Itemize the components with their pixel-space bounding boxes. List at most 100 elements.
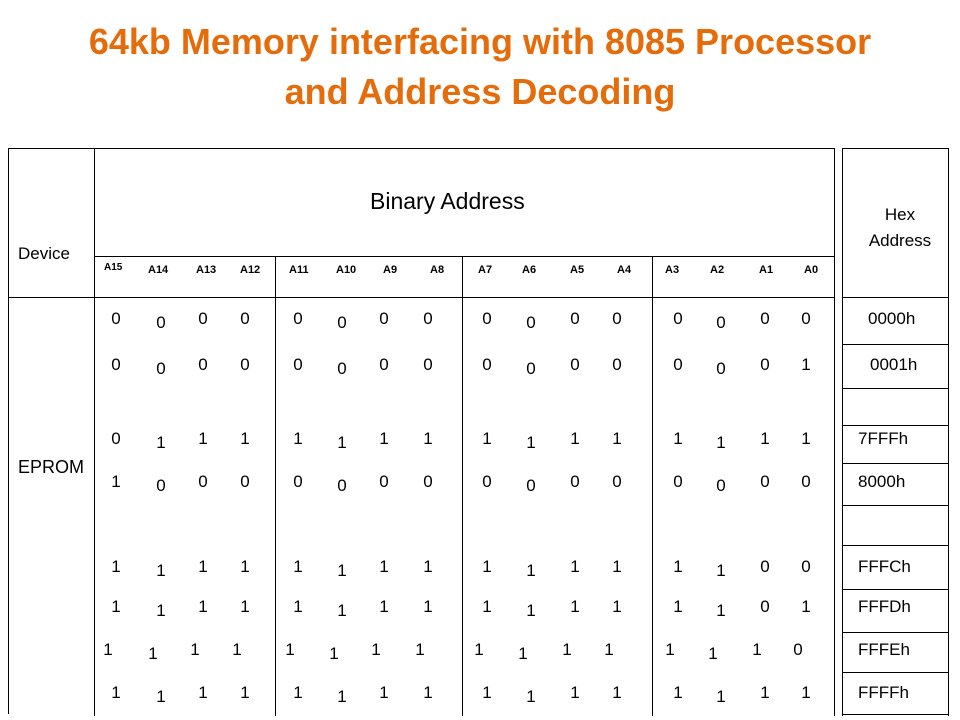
bit-cell: 0 [293, 355, 303, 374]
bit-cell: 1 [111, 472, 121, 491]
bit-cell: 1 [526, 687, 536, 706]
bit-cell: 0 [240, 355, 250, 374]
address-line-label-a12: A12 [240, 264, 261, 276]
bit-cell: 0 [612, 309, 622, 328]
bit-cell: 1 [190, 640, 200, 659]
bit-cell: 0 [760, 557, 770, 576]
bit-cell: 0 [526, 313, 536, 332]
bit-cell: 0 [240, 472, 250, 491]
bit-cell: 1 [482, 597, 492, 616]
bit-cell: 1 [148, 644, 158, 663]
table-border-top [8, 148, 834, 149]
bit-cell: 1 [156, 561, 166, 580]
bit-cell: 1 [526, 561, 536, 580]
bit-cell: 0 [156, 313, 166, 332]
bit-cell: 1 [240, 597, 250, 616]
bit-cell: 0 [198, 472, 208, 491]
address-line-label-a0: A0 [804, 264, 819, 276]
hex-address-cell: FFFFh [858, 683, 909, 702]
bit-cell: 1 [665, 640, 675, 659]
bit-cell: 1 [379, 557, 389, 576]
hex-col-left-border [842, 148, 843, 716]
bit-cell: 1 [570, 429, 580, 448]
bit-cell: 0 [482, 355, 492, 374]
hex-address-cell: 7FFFh [858, 429, 909, 448]
bit-cell: 0 [423, 472, 433, 491]
address-line-label-a14: A14 [148, 264, 169, 276]
bit-cell: 0 [673, 355, 683, 374]
bit-cell: 1 [716, 433, 726, 452]
bit-cell: 0 [570, 309, 580, 328]
bit-cell: 1 [198, 429, 208, 448]
hex-cell-border [842, 589, 948, 590]
bit-cell: 1 [801, 597, 811, 616]
hex-cell-border [842, 505, 948, 506]
hex-cell-border [842, 545, 948, 546]
hex-header-line2: Address [868, 231, 932, 250]
bit-cell: 1 [612, 683, 622, 702]
bit-cell: 0 [111, 355, 121, 374]
bit-cell: 1 [337, 687, 347, 706]
address-line-label-a13: A13 [196, 264, 217, 276]
bit-cell: 1 [760, 429, 770, 448]
bit-cell: 0 [801, 472, 811, 491]
bit-cell: 0 [337, 313, 347, 332]
hex-header-divider [842, 297, 948, 298]
bit-cell: 1 [111, 557, 121, 576]
bit-cell: 0 [612, 355, 622, 374]
bit-cell: 0 [198, 355, 208, 374]
bit-cell: 1 [716, 561, 726, 580]
bit-cell: 0 [482, 309, 492, 328]
bit-cell: 1 [111, 683, 121, 702]
address-line-label-a9: A9 [383, 264, 398, 276]
hex-col-right-border [948, 148, 949, 716]
bit-cell: 1 [562, 640, 572, 659]
hex-cell-border [842, 463, 948, 464]
hex-cell-border [842, 672, 948, 673]
device-name-eprom: EPROM [18, 457, 85, 477]
bit-cell: 1 [752, 640, 762, 659]
hex-col-top-border [842, 148, 948, 149]
bit-cell: 1 [285, 640, 295, 659]
bit-cell: 0 [337, 359, 347, 378]
bit-cell: 1 [482, 429, 492, 448]
address-line-label-a4: A4 [617, 264, 632, 276]
bit-cell: 1 [156, 687, 166, 706]
bit-cell: 0 [156, 359, 166, 378]
bit-cell: 1 [760, 683, 770, 702]
address-line-label-a5: A5 [570, 264, 585, 276]
bit-cell: 1 [673, 429, 683, 448]
bit-cell: 1 [612, 557, 622, 576]
bit-cell: 1 [103, 640, 113, 659]
bit-cell: 1 [570, 557, 580, 576]
bit-cell: 1 [337, 601, 347, 620]
hex-address-header: Hex Address [848, 202, 952, 254]
hex-header-line1: Hex [884, 205, 916, 224]
bit-cell: 1 [801, 355, 811, 374]
hex-cell-border [842, 344, 948, 345]
bit-cell: 1 [379, 429, 389, 448]
device-header-divider [8, 297, 96, 298]
bit-cell: 0 [482, 472, 492, 491]
hex-address-cell: FFFDh [858, 597, 911, 616]
bit-cell: 1 [423, 597, 433, 616]
bit-cell: 1 [111, 597, 121, 616]
bit-cell: 1 [604, 640, 614, 659]
slide-title-line2: and Address Decoding [284, 71, 676, 112]
nibble-divider-3 [652, 256, 653, 716]
bit-cell: 0 [716, 359, 726, 378]
address-line-label-a15: A15 [104, 262, 123, 273]
bit-cell: 0 [423, 309, 433, 328]
address-line-label-a11: A11 [289, 264, 309, 276]
device-col-right-border [94, 148, 95, 716]
address-line-label-a6: A6 [522, 264, 537, 276]
bit-cell: 1 [198, 557, 208, 576]
slide-title-line1: 64kb Memory interfacing with 8085 Proces… [88, 21, 872, 62]
bit-cell: 1 [518, 644, 528, 663]
bit-cell: 1 [379, 683, 389, 702]
bit-cell: 1 [423, 683, 433, 702]
bit-cell: 1 [708, 644, 718, 663]
address-labels-divider [94, 297, 835, 298]
bit-cell: 1 [415, 640, 425, 659]
device-col-left-border [8, 148, 9, 714]
